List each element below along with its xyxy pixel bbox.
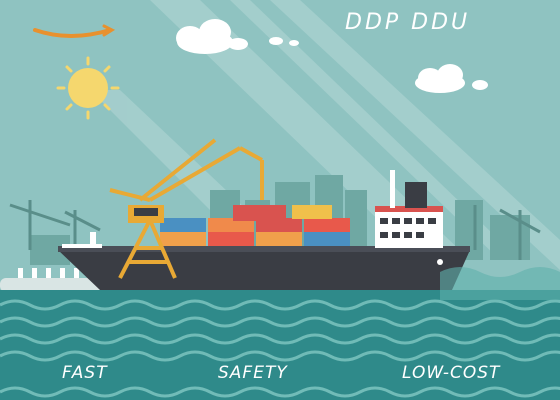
feature-label-low-cost: LOW-COST — [402, 363, 501, 383]
swoosh-icon — [33, 28, 112, 38]
hoisted-container — [233, 205, 285, 221]
cloud-icon — [415, 64, 488, 93]
sea-waves — [0, 299, 560, 398]
cloud-icon — [176, 19, 299, 54]
sun-icon — [56, 56, 120, 120]
gantry-crane — [109, 138, 264, 279]
page-heading: DDP DDU — [345, 10, 471, 35]
feature-label-safety: SAFETY — [218, 363, 288, 383]
feature-label-fast: FAST — [62, 363, 108, 383]
